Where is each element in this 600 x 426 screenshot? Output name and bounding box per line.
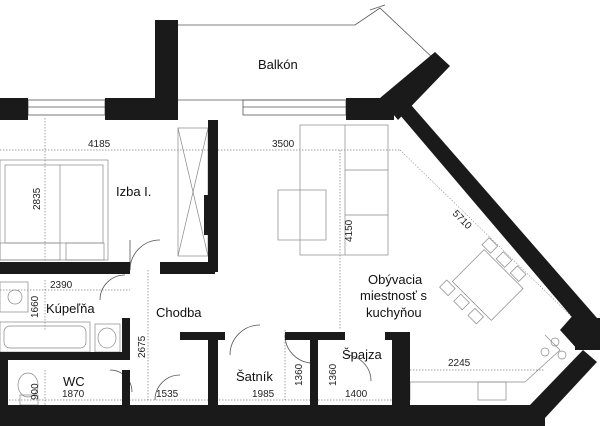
walls xyxy=(0,20,600,426)
dim-pantry-depth: 1360 xyxy=(328,363,339,386)
dim-closet-depth: 1360 xyxy=(294,363,305,386)
room-label-wc: WC xyxy=(63,374,85,389)
room-label-pantry: Špajza xyxy=(342,347,383,362)
dim-bathroom-depth: 1660 xyxy=(30,295,41,318)
dim-pantry-width: 1400 xyxy=(345,389,368,400)
room-label-living-1: Obývacia xyxy=(368,272,423,287)
dim-bedroom-depth: 2835 xyxy=(32,187,43,210)
dim-hall-depth: 2675 xyxy=(137,335,148,358)
dim-living-width: 3500 xyxy=(272,139,295,150)
dim-kitchen-width: 2245 xyxy=(448,358,471,369)
room-label-balcony: Balkón xyxy=(258,57,298,72)
furniture xyxy=(0,124,567,406)
dimension-labels: 4185 2835 3500 4150 5710 2390 1660 2675 … xyxy=(30,139,474,400)
room-label-bedroom: Izba I. xyxy=(116,184,151,199)
dim-bedroom-width: 4185 xyxy=(88,139,111,150)
dim-wc-width: 1870 xyxy=(62,389,85,400)
dim-wc-depth: 900 xyxy=(30,383,41,400)
room-label-hallway: Chodba xyxy=(156,305,202,320)
dim-diagonal-wall: 5710 xyxy=(450,208,474,232)
room-label-living-3: kuchyňou xyxy=(366,305,422,320)
room-labels: Balkón Izba I. Kúpeľňa Chodba Obývacia m… xyxy=(46,57,428,389)
room-label-bathroom: Kúpeľňa xyxy=(46,301,95,316)
dim-living-depth: 4150 xyxy=(344,219,355,242)
room-label-living-2: miestnosť s xyxy=(360,288,428,303)
dim-closet-width: 1985 xyxy=(252,389,275,400)
dim-bathroom-width: 2390 xyxy=(50,280,73,291)
room-label-closet: Šatník xyxy=(236,369,273,384)
windows xyxy=(27,99,347,116)
dim-hall-width: 1535 xyxy=(156,389,179,400)
